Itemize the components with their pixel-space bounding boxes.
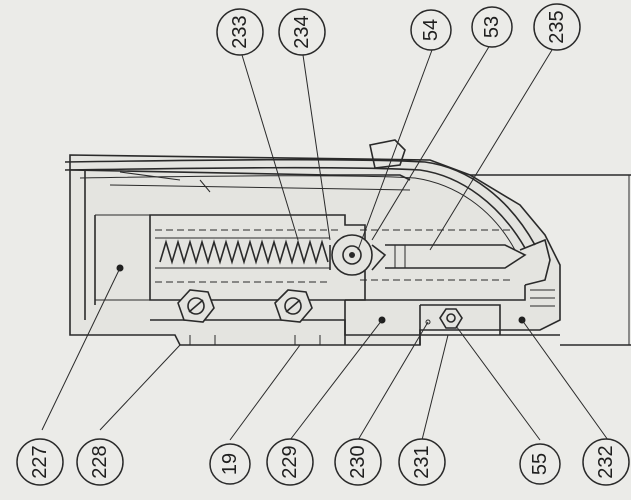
- leader-lines: [41, 44, 609, 441]
- callout-233: 233: [216, 8, 264, 56]
- adjustment-nut: [439, 308, 463, 329]
- callout-label-55: 55: [529, 453, 551, 475]
- callout-label-230: 230: [347, 445, 369, 478]
- callout-label-234: 234: [291, 15, 313, 48]
- callout-label-228: 228: [89, 445, 111, 478]
- callout-label-54: 54: [420, 19, 442, 41]
- callout-19: 19: [209, 443, 251, 485]
- callout-235: 235: [533, 3, 581, 51]
- callout-label-229: 229: [279, 445, 301, 478]
- pivot-pin: [329, 234, 387, 276]
- callout-230: 230: [334, 438, 382, 486]
- hex-screw-right: [274, 289, 321, 346]
- callout-label-19: 19: [219, 453, 241, 475]
- hex-screw-left: [177, 289, 216, 346]
- callout-label-233: 233: [229, 15, 251, 48]
- callout-54: 54: [410, 9, 452, 51]
- callout-label-53: 53: [481, 16, 503, 38]
- callout-234: 234: [278, 8, 326, 56]
- callout-label-231: 231: [411, 445, 433, 478]
- callout-232: 232: [582, 438, 630, 486]
- guide-rod: [155, 229, 527, 283]
- callout-228: 228: [76, 438, 124, 486]
- callout-55: 55: [519, 443, 561, 485]
- coil-spring: [155, 237, 330, 269]
- callout-label-235: 235: [546, 10, 568, 43]
- callout-227: 227: [16, 438, 64, 486]
- callout-231: 231: [398, 438, 446, 486]
- callout-229: 229: [266, 438, 314, 486]
- callout-label-232: 232: [595, 445, 617, 478]
- callout-label-227: 227: [29, 445, 51, 478]
- callout-53: 53: [471, 6, 513, 48]
